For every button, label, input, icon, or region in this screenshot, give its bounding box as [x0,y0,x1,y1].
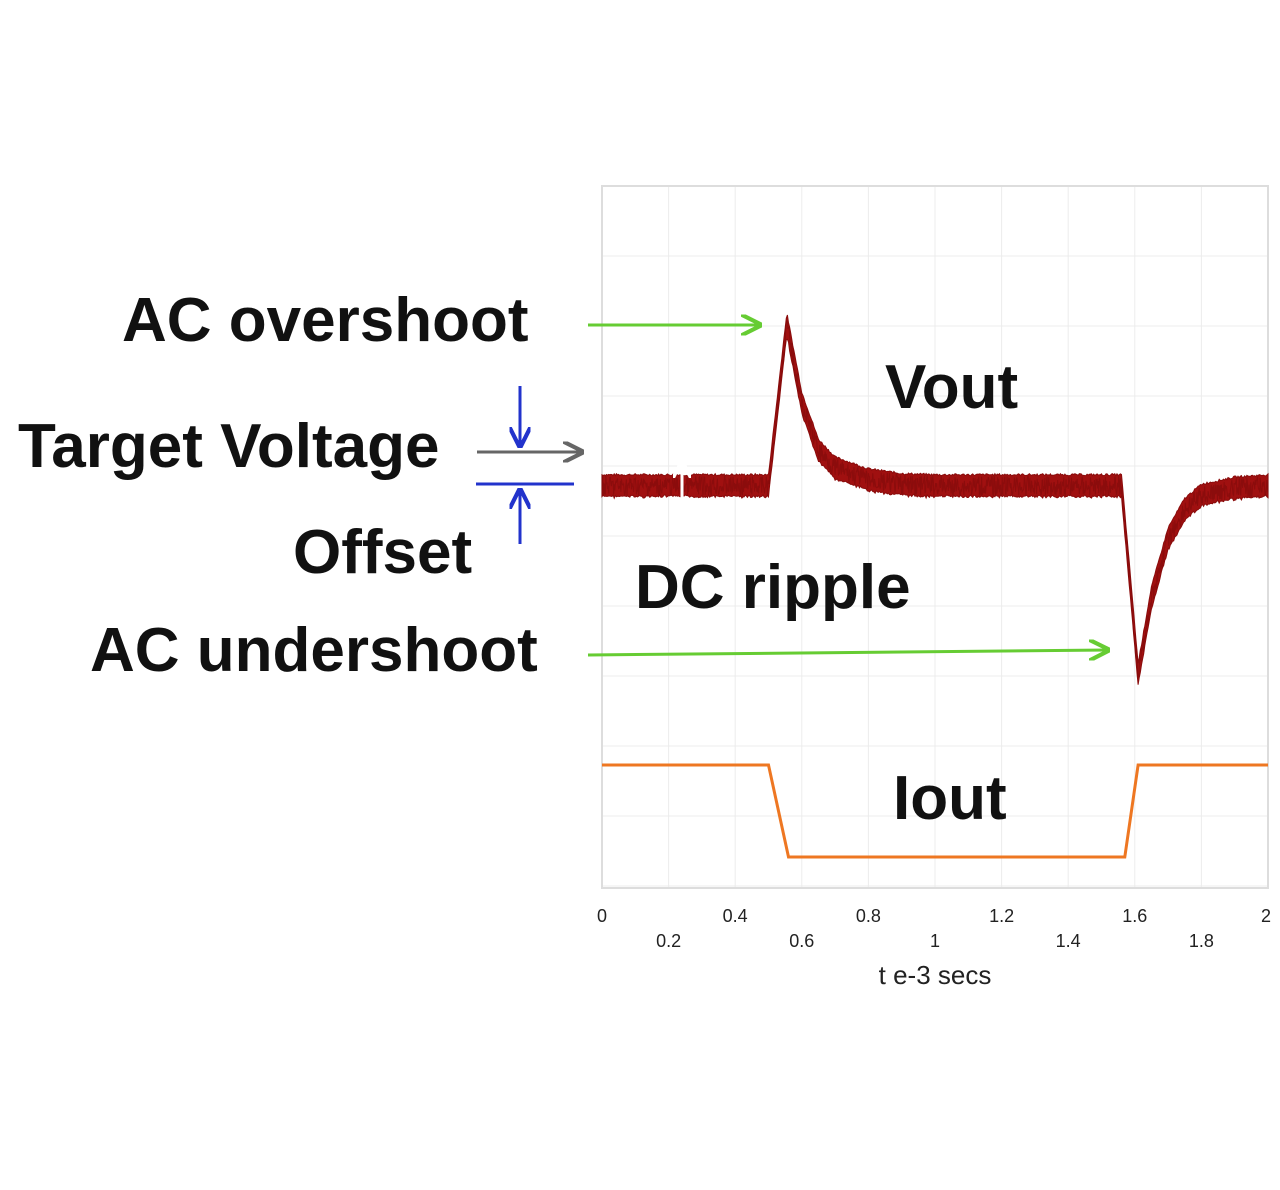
undershoot-arrow [587,650,1108,655]
x-tick-label: 1.8 [1188,931,1214,951]
iout-label: Iout [893,764,1007,833]
vout-label: Vout [885,353,1019,422]
x-tick-label: 1.2 [989,906,1015,926]
x-axis-label: t e-3 secs [878,960,992,990]
x-tick-label: 0.4 [722,906,748,926]
x-tick-label: 0.8 [855,906,881,926]
plot-frame [601,185,1269,889]
vout-series [601,314,1269,685]
x-tick-label: 1.4 [1055,931,1081,951]
dc-ripple-label: DC ripple [635,553,911,622]
ac-overshoot-label: AC overshoot [122,286,529,355]
x-tick-label: 0 [596,906,608,926]
x-tick-label: 1.6 [1122,906,1148,926]
iout-series [602,763,1268,859]
x-tick-label: 1 [929,931,941,951]
target-voltage-label: Target Voltage [18,412,440,481]
vout-ripple-noise [601,320,1269,678]
x-tick-label: 2 [1260,906,1272,926]
x-tick-label: 0.2 [656,931,682,951]
ac-undershoot-label: AC undershoot [90,616,538,685]
offset-label: Offset [293,518,473,587]
x-tick-label: 0.6 [789,931,815,951]
